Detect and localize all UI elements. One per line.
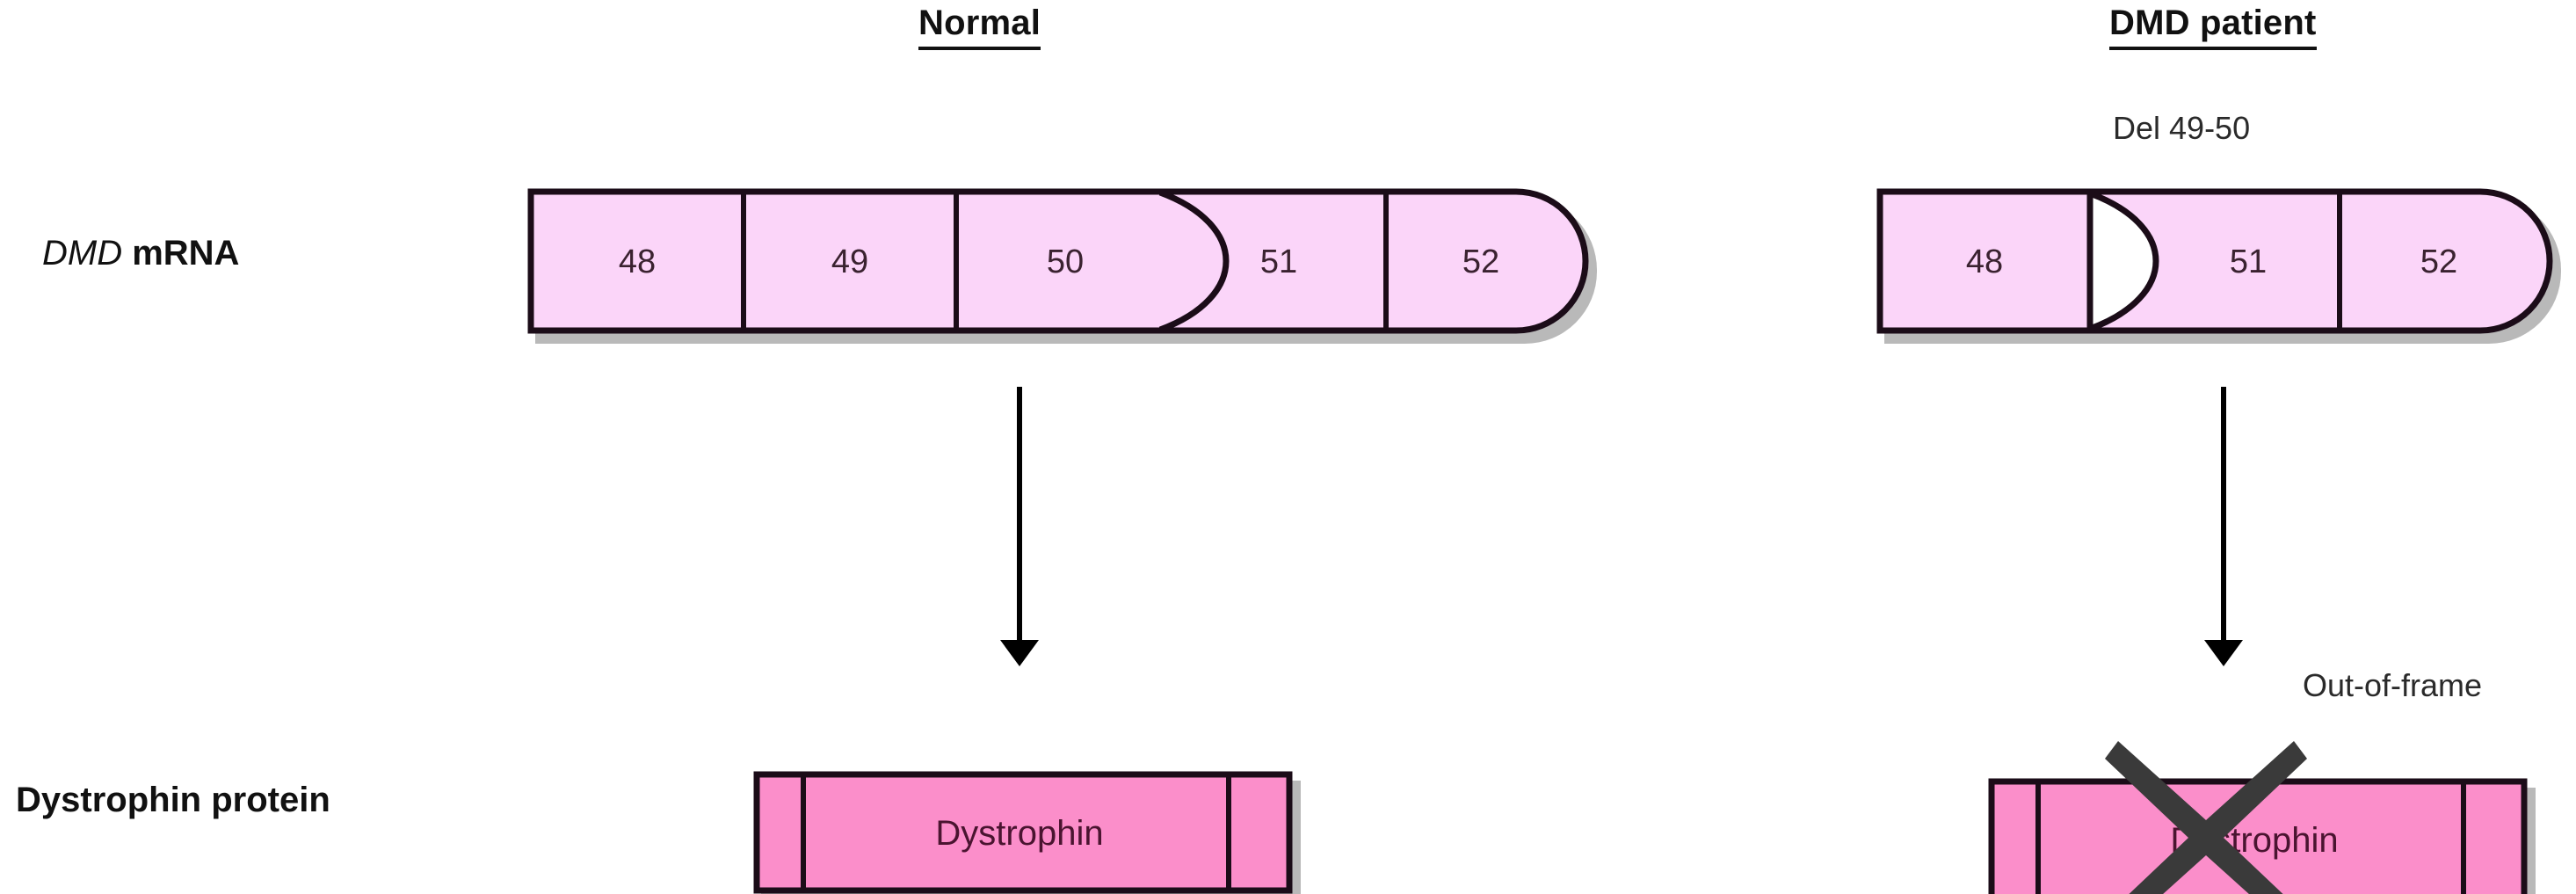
exon-label: 52 — [1462, 243, 1499, 280]
column-title-normal: Normal — [918, 4, 1041, 50]
mrna-normal-body — [527, 188, 1589, 334]
row-label-dmd-gene: DMD — [42, 234, 123, 273]
protein-label: Dystrophin — [935, 814, 1103, 853]
arrow-patient-mrna-to-protein — [2204, 387, 2243, 666]
mrna-normal-splice-curve-50-51 — [1158, 189, 1230, 333]
column-title-dmd-patient: DMD patient — [2109, 4, 2317, 50]
out-of-frame-label: Out-of-frame — [2303, 667, 2483, 703]
row-label-mrna-suffix: mRNA — [122, 234, 240, 273]
exon-label: 48 — [619, 243, 656, 280]
mrna-bar-patient: 48 51 52 — [1876, 188, 2561, 344]
protein-normal-body — [753, 771, 1293, 894]
mrna-patient-deletion-gap — [2086, 188, 2159, 334]
row-label-dmd-mrna: DMD mRNA — [42, 236, 239, 271]
exon-label: 49 — [831, 243, 868, 280]
protein-bar-normal: Dystrophin — [753, 771, 1301, 894]
exon-label: 52 — [2420, 243, 2457, 280]
mrna-bar-normal-graphic: 48 49 50 51 52 — [527, 188, 1589, 334]
mrna-bar-patient-graphic: 48 51 52 — [1876, 188, 2553, 334]
x-mark-icon — [2105, 741, 2307, 894]
exon-label: 51 — [2230, 243, 2267, 280]
row-label-dystrophin-protein: Dystrophin protein — [16, 781, 330, 819]
exon-label: 48 — [1966, 243, 2003, 280]
mrna-patient-body — [1876, 188, 2553, 334]
deletion-label: Del 49-50 — [2113, 110, 2251, 146]
arrow-normal-mrna-to-protein — [1000, 387, 1039, 666]
exon-label: 50 — [1047, 243, 1084, 280]
protein-bar-normal-graphic: Dystrophin — [753, 771, 1293, 894]
exon-label: 51 — [1260, 243, 1297, 280]
mrna-bar-normal: 48 49 50 51 52 — [527, 188, 1597, 344]
